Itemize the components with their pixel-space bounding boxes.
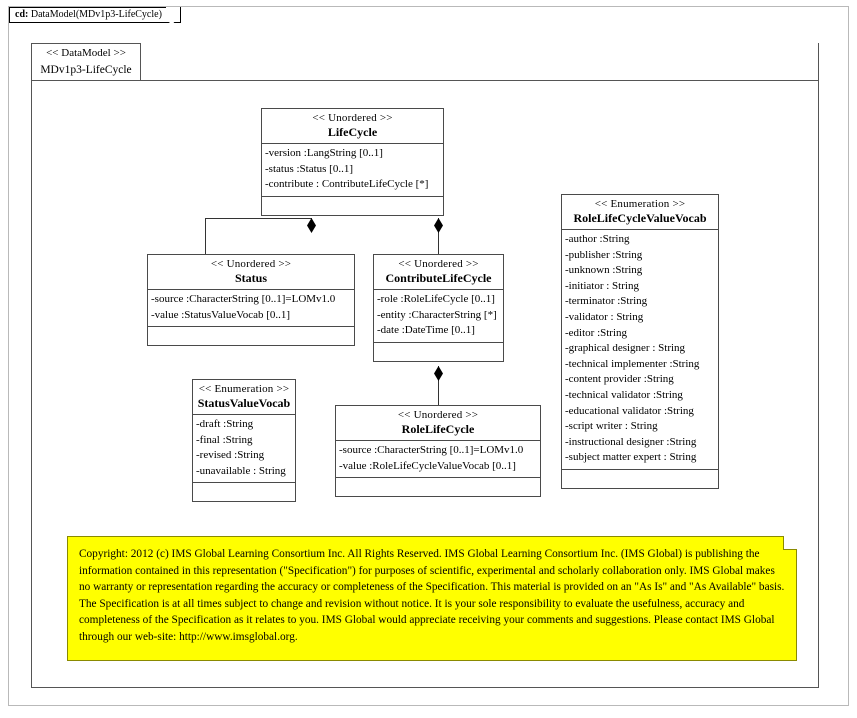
diagram-frame-tab: cd: DataModel(MDv1p3-LifeCycle) <box>9 7 181 23</box>
attribute-row: -instructional designer :String <box>565 435 697 448</box>
attribute-row: -value :RoleLifeCycleValueVocab [0..1] <box>339 459 516 472</box>
copyright-note-text: Copyright: 2012 (c) IMS Global Learning … <box>79 548 785 643</box>
assoc-contribute-rolelifecycle-line <box>438 366 439 405</box>
attribute-row: -script writer : String <box>565 420 658 433</box>
enum-statusvaluevocab-name: StatusValueVocab <box>197 396 291 410</box>
attribute-row: -unknown :String <box>565 264 643 277</box>
attribute-row: -entity :CharacterString [*] <box>377 308 497 321</box>
assoc-lifecycle-contribute-line <box>438 218 439 254</box>
attribute-row: -revised :String <box>196 449 265 462</box>
enum-statusvaluevocab-header: << Enumeration >> StatusValueVocab <box>193 380 295 415</box>
attribute-row: -contribute : ContributeLifeCycle [*] <box>265 178 429 191</box>
enum-rolelifecyclevaluevocab-stereotype: << Enumeration >> <box>594 198 686 210</box>
diagram-kind-label: cd: <box>15 9 29 20</box>
composition-diamond-lifecycle-status <box>307 218 316 233</box>
package-top-edge <box>141 80 819 81</box>
class-lifecycle-operations <box>262 197 443 215</box>
class-contributelifecycle-attributes: -role :RoleLifeCycle [0..1] -entity :Cha… <box>374 290 503 343</box>
attribute-row: -technical implementer :String <box>565 357 700 370</box>
attribute-row: -source :CharacterString [0..1]=LOMv1.0 <box>339 444 524 456</box>
attribute-row: -terminator :String <box>565 295 648 308</box>
class-rolelifecycle-attributes: -source :CharacterString [0..1]=LOMv1.0 … <box>336 441 540 479</box>
attribute-row: -draft :String <box>196 418 254 430</box>
enum-statusvaluevocab[interactable]: << Enumeration >> StatusValueVocab -draf… <box>192 379 296 503</box>
enum-rolelifecyclevaluevocab[interactable]: << Enumeration >> RoleLifeCycleValueVoca… <box>561 194 719 489</box>
package-stereotype: << DataModel >> <box>46 47 126 59</box>
class-rolelifecycle-name: RoleLifeCycle <box>401 422 475 436</box>
class-lifecycle-name: LifeCycle <box>327 125 378 139</box>
attribute-row: -status :Status [0..1] <box>265 162 353 175</box>
class-contributelifecycle[interactable]: << Unordered >> ContributeLifeCycle -rol… <box>373 254 504 362</box>
package-name: MDv1p3-LifeCycle <box>40 64 132 76</box>
attribute-row: -subject matter expert : String <box>565 451 697 464</box>
composition-diamond-lifecycle-contribute <box>434 218 443 233</box>
enum-statusvaluevocab-literals: -draft :String -final :String -revised :… <box>193 415 295 484</box>
class-contributelifecycle-name: ContributeLifeCycle <box>385 271 492 285</box>
attribute-row: -technical validator :String <box>565 388 683 401</box>
enum-statusvaluevocab-operations <box>193 483 295 501</box>
enum-statusvaluevocab-stereotype: << Enumeration >> <box>198 383 290 395</box>
enum-rolelifecyclevaluevocab-operations <box>562 470 718 488</box>
frame-tab-notch-icon <box>166 7 180 24</box>
attribute-row: -validator : String <box>565 310 644 323</box>
class-contributelifecycle-operations <box>374 343 503 361</box>
attribute-row: -date :DateTime [0..1] <box>377 324 475 337</box>
composition-diamond-contribute-role <box>434 366 443 381</box>
class-status-header: << Unordered >> Status <box>148 255 354 290</box>
enum-rolelifecyclevaluevocab-name: RoleLifeCycleValueVocab <box>573 211 707 225</box>
package-tab[interactable]: << DataModel >> MDv1p3-LifeCycle <box>31 43 141 81</box>
class-status-name: Status <box>234 271 267 285</box>
attribute-row: -version :LangString [0..1] <box>265 147 383 159</box>
class-lifecycle-stereotype: << Unordered >> <box>312 112 393 124</box>
diagram-name-label: DataModel(MDv1p3-LifeCycle) <box>30 9 162 20</box>
class-lifecycle[interactable]: << Unordered >> LifeCycle -version :Lang… <box>261 108 444 216</box>
attribute-row: -unavailable : String <box>196 464 286 477</box>
attribute-row: -author :String <box>565 233 630 245</box>
attribute-row: -graphical designer : String <box>565 342 686 355</box>
attribute-row: -publisher :String <box>565 248 643 261</box>
attribute-row: -source :CharacterString [0..1]=LOMv1.0 <box>151 293 336 305</box>
attribute-row: -value :StatusValueVocab [0..1] <box>151 308 291 321</box>
class-lifecycle-attributes: -version :LangString [0..1] -status :Sta… <box>262 144 443 197</box>
class-rolelifecycle-stereotype: << Unordered >> <box>397 409 479 421</box>
enum-rolelifecyclevaluevocab-header: << Enumeration >> RoleLifeCycleValueVoca… <box>562 195 718 230</box>
attribute-row: -initiator : String <box>565 279 639 292</box>
class-status-attributes: -source :CharacterString [0..1]=LOMv1.0 … <box>148 290 354 328</box>
attribute-row: -editor :String <box>565 326 628 339</box>
class-contributelifecycle-stereotype: << Unordered >> <box>398 258 479 270</box>
class-lifecycle-header: << Unordered >> LifeCycle <box>262 109 443 144</box>
class-status-operations <box>148 327 354 345</box>
class-status[interactable]: << Unordered >> Status -source :Characte… <box>147 254 355 347</box>
copyright-note: Copyright: 2012 (c) IMS Global Learning … <box>67 536 797 661</box>
class-rolelifecycle-header: << Unordered >> RoleLifeCycle <box>336 406 540 441</box>
class-rolelifecycle-operations <box>336 478 540 496</box>
note-fold-icon <box>783 536 797 550</box>
attribute-row: -educational validator :String <box>565 404 694 417</box>
attribute-row: -final :String <box>196 433 253 446</box>
attribute-row: -content provider :String <box>565 373 674 386</box>
class-status-stereotype: << Unordered >> <box>210 258 292 270</box>
class-contributelifecycle-header: << Unordered >> ContributeLifeCycle <box>374 255 503 290</box>
class-rolelifecycle[interactable]: << Unordered >> RoleLifeCycle -source :C… <box>335 405 541 498</box>
assoc-lifecycle-status-drop <box>205 218 206 254</box>
enum-rolelifecyclevaluevocab-literals: -author :String -publisher :String -unkn… <box>562 230 718 470</box>
assoc-lifecycle-status-horizontal <box>205 218 311 219</box>
attribute-row: -role :RoleLifeCycle [0..1] <box>377 293 495 305</box>
